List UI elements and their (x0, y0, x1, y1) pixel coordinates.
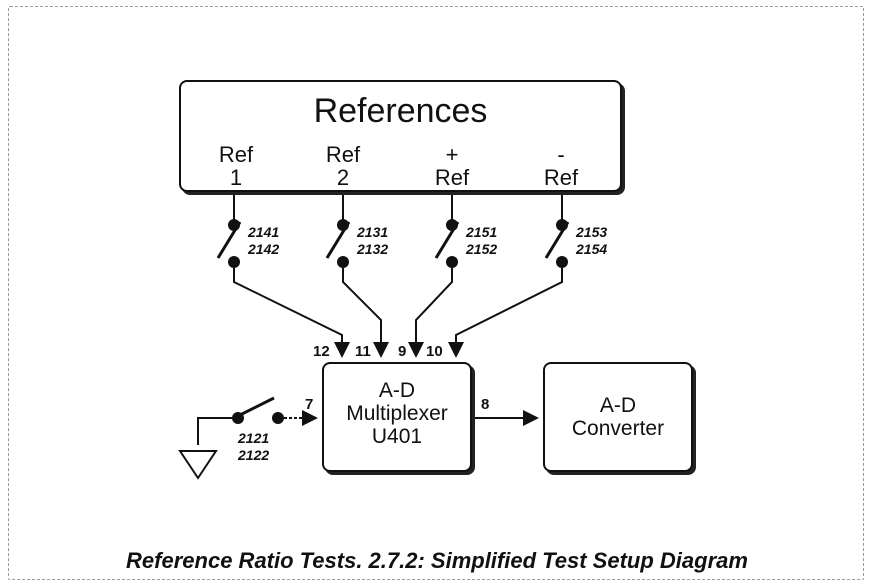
diagram-frame (8, 6, 864, 580)
contact-2142 (228, 256, 240, 268)
multiplexer-line: Multiplexer (346, 402, 448, 425)
refminus-label-line2: Ref (543, 165, 579, 190)
ground-symbol (178, 450, 218, 480)
switch-number: 2131 (357, 224, 389, 240)
wire-to-pin-12 (233, 268, 350, 358)
pin-10-label: 10 (426, 343, 443, 360)
contact-2132 (337, 256, 349, 268)
refplus-label-line1: + (445, 142, 459, 167)
refplus-label-line2: Ref (434, 165, 470, 190)
ref2-label: Ref 2 (321, 143, 365, 189)
pin-11-label: 11 (355, 343, 371, 360)
ref2-label-line2: 2 (336, 165, 350, 190)
contact-2153 (556, 219, 568, 231)
refminus-label-line1: - (557, 142, 565, 167)
multiplexer-label: A-D Multiplexer U401 (324, 379, 470, 448)
wire-to-pin-10 (448, 268, 563, 358)
ref1-label-line1: Ref (218, 142, 254, 167)
multiplexer-line: A-D (378, 379, 416, 402)
switch-number: 2141 (248, 224, 280, 240)
converter-label: A-D Converter (545, 394, 691, 440)
multiplexer-box: A-D Multiplexer U401 (322, 362, 472, 472)
switch-number: 2132 (357, 241, 389, 257)
switch-label-2151-2152: 2151 2152 (466, 224, 497, 258)
contact-2121 (232, 412, 244, 424)
ref1-label: Ref 1 (214, 143, 258, 189)
contact-2154 (556, 256, 568, 268)
switch-number: 2154 (576, 241, 608, 257)
pin-7-label: 7 (305, 396, 314, 413)
switch-label-2153-2154: 2153 2154 (576, 224, 607, 258)
switch-number: 2152 (466, 241, 498, 257)
pin-9-label: 9 (398, 343, 407, 360)
contact-2122 (272, 412, 284, 424)
switch-label-2121-2122: 2121 2122 (238, 430, 269, 464)
pin-12-label: 12 (313, 343, 330, 360)
wire-to-pin-9 (408, 268, 453, 358)
ground-wire (197, 417, 232, 445)
ref2-label-line1: Ref (325, 142, 361, 167)
switch-label-2131-2132: 2131 2132 (357, 224, 388, 258)
switch-label-2141-2142: 2141 2142 (248, 224, 279, 258)
contact-2151 (446, 219, 458, 231)
converter-line: A-D (599, 394, 637, 417)
switch-number: 2151 (466, 224, 498, 240)
refplus-label: + Ref (430, 143, 474, 189)
multiplexer-line: U401 (371, 425, 423, 448)
ground-switch-blade (239, 396, 275, 417)
ref1-label-line2: 1 (229, 165, 243, 190)
references-box: References (179, 80, 622, 192)
converter-line: Converter (571, 417, 665, 440)
contact-2131 (337, 219, 349, 231)
contact-2141 (228, 219, 240, 231)
converter-box: A-D Converter (543, 362, 693, 472)
switch-number: 2153 (576, 224, 608, 240)
switch-number: 2121 (238, 430, 270, 446)
diagram-caption: Reference Ratio Tests. 2.7.2: Simplified… (126, 548, 748, 573)
pin-8-label: 8 (481, 396, 490, 413)
switch-number: 2142 (248, 241, 280, 257)
wire-to-pin-11 (342, 268, 389, 358)
refminus-label: - Ref (539, 143, 583, 189)
references-title: References (313, 92, 488, 130)
switch-number: 2122 (238, 447, 270, 463)
contact-2152 (446, 256, 458, 268)
